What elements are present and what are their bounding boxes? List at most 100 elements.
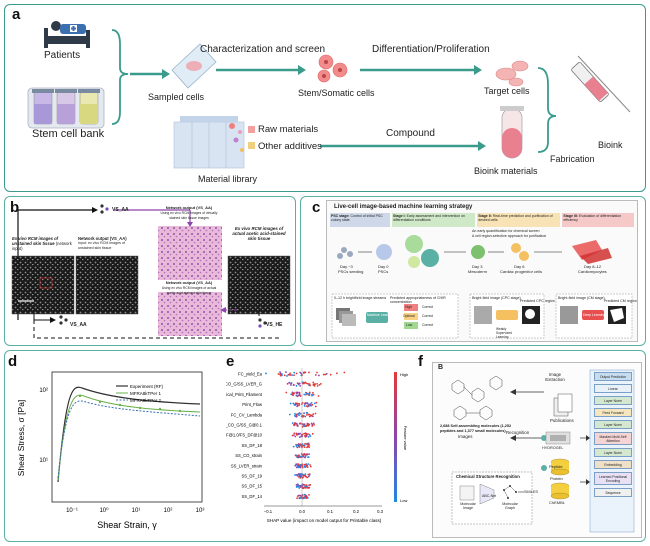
level-optimal: Optimal	[403, 314, 415, 318]
shap-point	[313, 423, 315, 426]
stage-3-name: Stage III:	[563, 214, 578, 218]
panel-b-graphics	[11, 204, 291, 339]
shap-point	[308, 453, 310, 455]
shap-point	[324, 373, 327, 376]
shap-point	[296, 474, 299, 477]
shap-point	[298, 436, 301, 439]
shap-point	[291, 374, 294, 377]
shap-point	[301, 466, 304, 469]
shap-point	[296, 497, 299, 500]
shap-point	[299, 494, 301, 497]
shap-point	[305, 435, 308, 437]
shap-point	[303, 446, 306, 448]
shap-point	[299, 465, 301, 468]
xtick-e2: 0.1	[327, 509, 333, 514]
stage-1: Stage I: Early assessment and interventi…	[392, 213, 476, 227]
shap-point	[296, 405, 299, 408]
timeline-0-day: Day −3	[340, 264, 353, 269]
xtick-2: 10¹	[132, 508, 141, 514]
network-output-top-sub: Using ex vivo RCM images of virtually st…	[160, 210, 218, 220]
arch-block: Embedding	[594, 460, 632, 469]
shap-feature-label: SS_DF_14	[242, 494, 263, 499]
shap-point	[290, 384, 292, 386]
shap-point	[295, 422, 298, 425]
vs-aa-top-label: VS_AA	[112, 207, 129, 213]
vs-he-label: VS_HE	[266, 322, 283, 328]
shap-point	[303, 444, 306, 447]
ex-vivo-right-label: Ex vivo RCM images of actual acetic acid…	[232, 226, 286, 242]
shap-point	[297, 485, 299, 488]
result-0: Correct	[422, 305, 434, 309]
shap-point	[308, 415, 311, 418]
panel-e-xlabel: SHAP value (impact on model output for P…	[267, 518, 382, 523]
ytick-1: 10¹	[39, 458, 48, 464]
shap-point	[314, 412, 317, 415]
timeline-1-day: Day 0	[378, 264, 389, 269]
shap-point	[306, 497, 309, 499]
shap-point	[298, 497, 301, 500]
shap-point	[297, 466, 300, 469]
fabrication-label: Fabrication	[550, 154, 595, 164]
shap-feature-label: ratio_SS_CO_G/SS_LVER_G	[226, 382, 262, 387]
shap-point	[303, 393, 306, 396]
shap-point	[294, 412, 296, 415]
shap-point	[306, 402, 309, 404]
shap-point	[299, 371, 302, 374]
shap-feature-label: FC_CV_Lambda	[231, 412, 263, 417]
stage-2-name: Stage II:	[478, 214, 492, 218]
stem-cells-icon	[317, 54, 348, 83]
shap-point	[308, 433, 311, 436]
shap-point	[307, 413, 310, 416]
shap-point	[303, 486, 306, 489]
stem-cell-bank-icon	[27, 87, 105, 129]
shap-point	[305, 414, 308, 416]
molecular-image-label: Molecular Image	[460, 502, 476, 511]
shap-point	[295, 415, 298, 418]
sampled-cells-label: Sampled cells	[148, 92, 205, 102]
network-output-top-title: Network output (VS_AA)	[165, 205, 213, 210]
patients-label: Patients	[44, 50, 81, 61]
panel-a-graphics	[27, 21, 631, 169]
shap-point	[292, 384, 295, 386]
ml-label: Machine Learning	[367, 313, 394, 317]
ex-vivo-left-text: Ex vivo RCM images of unstained skin tis…	[12, 236, 59, 246]
shap-point	[317, 374, 320, 377]
shap-point	[308, 403, 311, 406]
shap-point	[291, 422, 294, 425]
weak-label: Weakly Supervised Learning	[496, 327, 512, 339]
panel-c-graphics	[331, 235, 633, 339]
shap-point	[299, 422, 301, 425]
sub2-pred: Predicted CPC region	[520, 299, 555, 303]
shap-point	[316, 371, 318, 374]
deep-label: Deep Learning	[583, 313, 606, 317]
shap-point	[306, 485, 308, 488]
shap-point	[322, 373, 325, 376]
bullet-2: A cell region-selective approach for pur…	[472, 234, 547, 238]
timeline-4-day: Day 8–12	[584, 264, 602, 269]
shap-point	[291, 393, 294, 396]
shap-point	[285, 391, 288, 394]
timeline-2-desc: Mesoderm	[468, 269, 487, 274]
shap-point	[303, 432, 306, 435]
legend-2: MFRA8kTPer 2	[130, 398, 162, 403]
shap-point	[312, 384, 315, 387]
shap-feature-label: SS_DF_18	[242, 443, 263, 448]
arch-block: Feed Forward	[594, 408, 632, 417]
shap-point	[314, 405, 317, 408]
result-2: Correct	[422, 323, 434, 327]
shap-point	[312, 422, 315, 425]
image-extraction-label: Image Extraction	[545, 372, 565, 382]
shap-point	[294, 435, 297, 438]
shap-point	[296, 392, 298, 395]
shap-point	[306, 382, 309, 385]
shap-point	[293, 404, 296, 406]
network-bottom-icon	[59, 315, 68, 325]
stem-cell-bank-label: Stem cell bank	[32, 128, 105, 140]
chembl-label: ChEMBL	[549, 500, 566, 505]
shap-point	[298, 392, 301, 395]
shap-point	[306, 453, 309, 456]
shap-point	[304, 474, 307, 477]
shap-point	[288, 381, 291, 384]
shap-point	[308, 484, 310, 487]
